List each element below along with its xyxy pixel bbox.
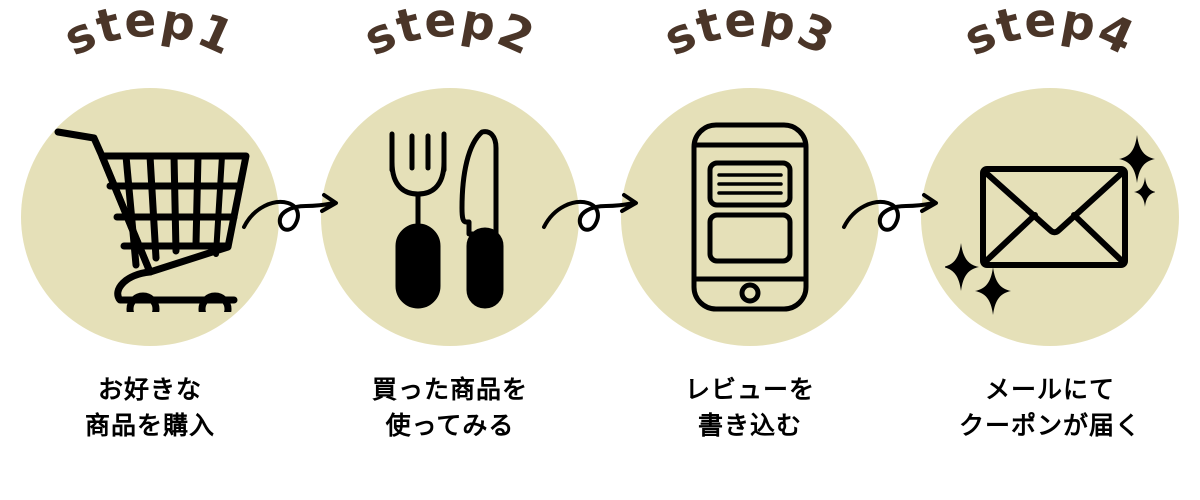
step-label-text-2: step2 <box>356 0 544 67</box>
step-label-text-3: step3 <box>656 0 844 67</box>
caption-line: レビューを <box>684 375 815 404</box>
step-caption-4: メールにて クーポンが届く <box>900 372 1200 443</box>
smartphone-review-icon <box>621 88 879 346</box>
connector-arrow-2 <box>540 185 650 245</box>
shopping-cart-icon <box>21 88 279 346</box>
caption-line: メールにて <box>984 375 1115 404</box>
caption-line: 商品を購入 <box>84 410 215 440</box>
step-caption-3: レビューを 書き込む <box>600 372 900 443</box>
caption-line: 書き込む <box>697 410 802 440</box>
step-caption-2: 買った商品を 使ってみる <box>300 372 600 443</box>
step-item-3: step3 レビューを 書き込む <box>600 0 900 500</box>
step-item-4: step4 メールにて クーポンが届く <box>900 0 1200 500</box>
connector-arrow-1 <box>240 185 350 245</box>
step-circle-4 <box>921 88 1179 346</box>
caption-line: 買った商品を <box>371 375 528 404</box>
curly-arrow-right-icon <box>542 193 638 232</box>
step-item-1: step1 お好きな 商品を購入 <box>0 0 300 500</box>
caption-line: クーポンが届く <box>958 410 1141 440</box>
caption-line: 使ってみる <box>385 410 515 440</box>
step-circle-2 <box>321 88 579 346</box>
step-item-2: step2 買った商品を 使ってみる <box>300 0 600 500</box>
step-label-text-4: step4 <box>956 0 1144 67</box>
curly-arrow-right-icon <box>842 193 938 232</box>
connector-arrow-3 <box>840 185 950 245</box>
curly-arrow-right-icon <box>242 193 338 232</box>
caption-line: お好きな <box>97 375 202 404</box>
step-caption-1: お好きな 商品を購入 <box>0 372 300 443</box>
fork-and-knife-icon <box>321 88 579 346</box>
envelope-sparkle-icon <box>921 88 1179 346</box>
step-label-text-1: step1 <box>56 0 244 67</box>
